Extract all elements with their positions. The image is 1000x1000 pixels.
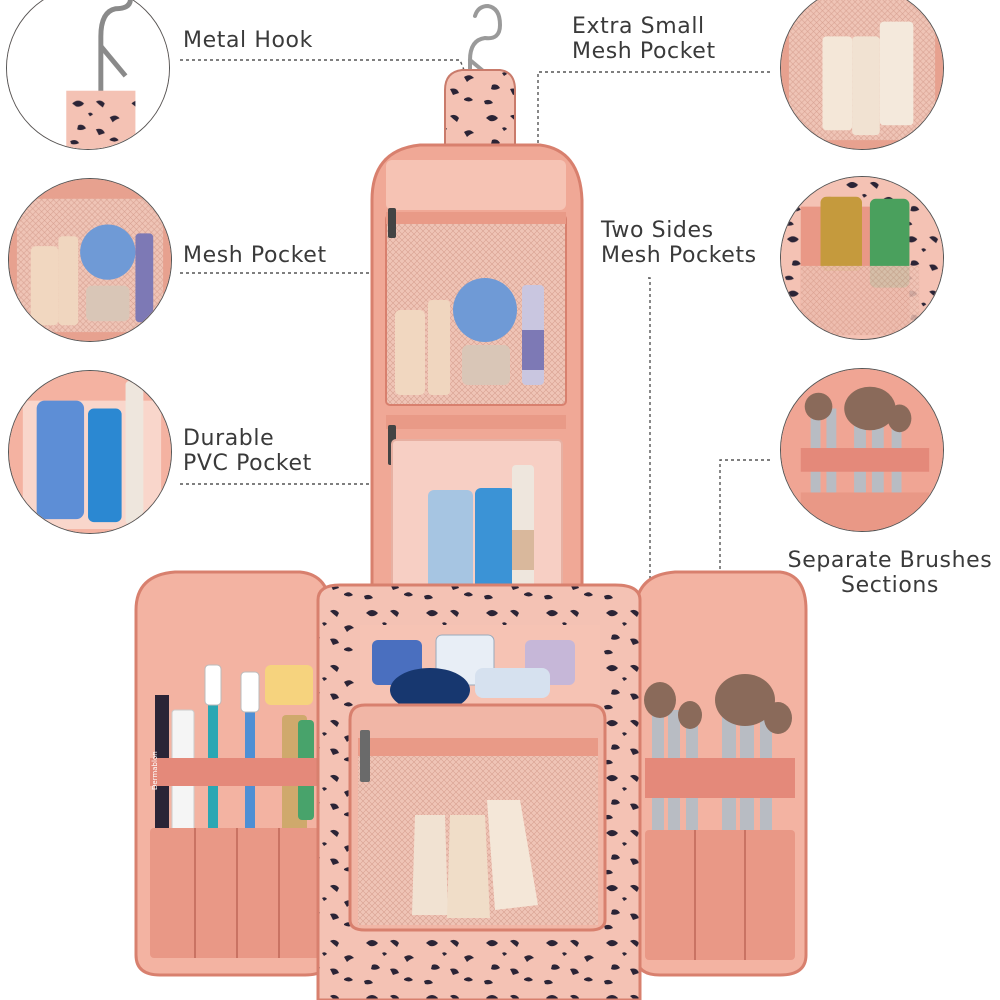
main-body [316,583,642,1000]
thumb-metal-hook [6,0,170,150]
label-extra-small-mesh: Extra Small Mesh Pocket [572,14,716,64]
label-extra-small-mesh-line-2: Mesh Pocket [572,39,716,64]
two-sides-mesh-callout-line [648,277,651,700]
label-separate-brushes-line-2: Sections [841,573,939,598]
separate-brushes-callout-line [719,459,770,690]
thumb-two-sides-mesh [780,176,944,340]
label-mesh-pocket: Mesh Pocket [183,243,327,268]
label-two-sides-mesh-line-1: Two Sides [601,218,714,243]
label-separate-brushes: Separate Brushes Sections [785,548,995,598]
label-separate-brushes-line-1: Separate Brushes [787,548,993,573]
brand-print-on-pen: Dermablon [151,751,159,790]
right-panel [634,570,808,977]
thumb-brush-sections [780,368,944,532]
top-flap [370,143,584,642]
thumb-extra-small-mesh [780,0,944,150]
label-extra-small-mesh-line-1: Extra Small [572,14,705,39]
thumb-pvc-pocket [8,370,172,534]
label-metal-hook-line-1: Metal Hook [183,28,313,53]
hanging-tab [444,69,516,151]
label-metal-hook: Metal Hook [183,28,313,53]
label-durable-pvc-line-2: PVC Pocket [183,451,312,476]
label-durable-pvc: Durable PVC Pocket [183,426,312,476]
thumb-mesh-pocket [8,178,172,342]
left-panel [134,570,332,977]
label-durable-pvc-line-1: Durable [183,426,275,451]
label-mesh-pocket-line-1: Mesh Pocket [183,243,327,268]
label-two-sides-mesh: Two Sides Mesh Pockets [601,218,757,268]
label-two-sides-mesh-line-2: Mesh Pockets [601,243,757,268]
metal-hook-callout-line [180,59,473,91]
